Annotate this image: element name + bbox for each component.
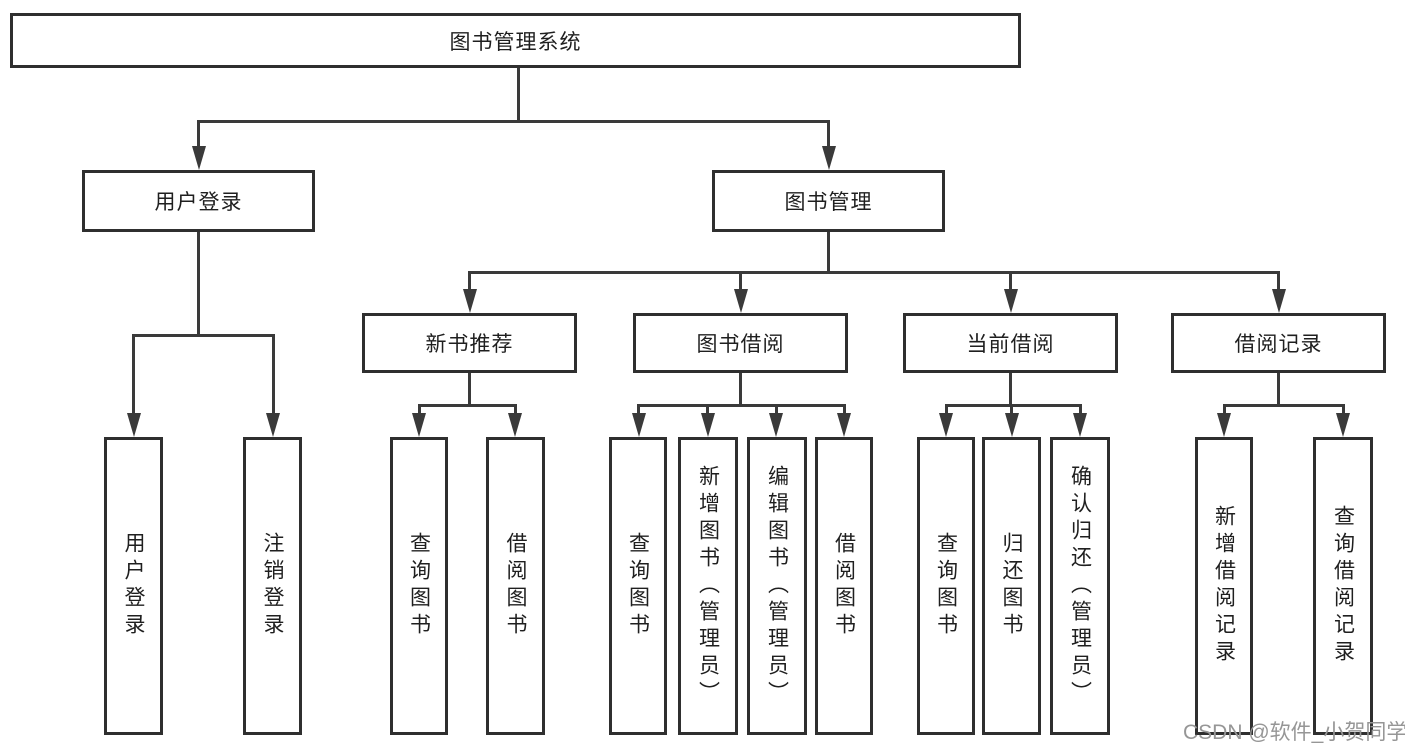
connector-arrowhead <box>192 146 206 170</box>
connector-line <box>827 120 830 150</box>
connector-arrowhead <box>939 413 953 437</box>
node-user-login: 用户登录 <box>82 170 315 232</box>
connector-line <box>1342 404 1345 420</box>
connector-line <box>1010 404 1013 420</box>
connector-line <box>1223 404 1345 407</box>
node-label: 图书管理系统 <box>449 30 582 54</box>
node-label: 新书推荐 <box>425 333 514 356</box>
node-label: 注销登录 <box>261 532 284 640</box>
leaf-query-books-recommend: 查询图书 <box>390 437 448 735</box>
connector-line <box>1079 404 1082 420</box>
connector-arrowhead <box>266 413 280 437</box>
connector-line <box>706 404 709 420</box>
leaf-return-books: 归还图书 <box>982 437 1041 735</box>
node-label: 查询借阅记录 <box>1331 505 1355 667</box>
leaf-query-borrow-record: 查询借阅记录 <box>1313 437 1373 735</box>
leaf-add-books-admin: 新增图书（管理员） <box>678 437 738 735</box>
leaf-user-login: 用户登录 <box>104 437 163 735</box>
connector-line <box>468 271 471 297</box>
connector-line <box>418 404 421 420</box>
connector-arrowhead <box>463 289 477 313</box>
node-book-borrowing: 图书借阅 <box>633 313 848 373</box>
connector-line <box>514 404 517 420</box>
connector-line <box>132 334 275 337</box>
leaf-confirm-return-admin: 确认归还（管理员） <box>1050 437 1110 735</box>
watermark: CSDN @软件_小贺同学 <box>1183 721 1405 744</box>
connector-arrowhead <box>508 413 522 437</box>
connector-arrowhead <box>1272 289 1286 313</box>
connector-line <box>197 120 200 150</box>
connector-arrowhead <box>1005 413 1019 437</box>
connector-line <box>1009 373 1012 406</box>
node-current-borrowing: 当前借阅 <box>903 313 1118 373</box>
leaf-query-books-borrow: 查询图书 <box>609 437 667 735</box>
node-label: 用户登录 <box>154 191 243 214</box>
connector-arrowhead <box>769 413 783 437</box>
leaf-borrow-books: 借阅图书 <box>815 437 873 735</box>
leaf-add-borrow-record: 新增借阅记录 <box>1195 437 1253 735</box>
connector-arrowhead <box>1004 289 1018 313</box>
connector-arrowhead <box>632 413 646 437</box>
node-label: 查询图书 <box>407 532 431 640</box>
connector-arrowhead <box>1073 413 1087 437</box>
node-label: 用户登录 <box>122 532 145 640</box>
connector-arrowhead <box>837 413 851 437</box>
node-label: 新增图书（管理员） <box>696 464 720 708</box>
connector-line <box>418 404 517 407</box>
connector-line <box>843 404 846 420</box>
connector-line <box>468 373 471 406</box>
connector-line <box>1277 271 1280 297</box>
connector-line <box>637 404 845 407</box>
node-label: 查询图书 <box>934 532 958 640</box>
connector-arrowhead <box>1217 413 1231 437</box>
connector-line <box>739 271 742 297</box>
leaf-borrow-books-recommend: 借阅图书 <box>486 437 545 735</box>
connector-line <box>945 404 1082 407</box>
node-new-book-recommendation: 新书推荐 <box>362 313 577 373</box>
connector-line <box>272 334 275 418</box>
node-label: 新增借阅记录 <box>1212 505 1236 667</box>
connector-arrowhead <box>1336 413 1350 437</box>
connector-line <box>827 232 830 274</box>
node-book-management: 图书管理 <box>712 170 945 232</box>
connector-line <box>945 404 948 420</box>
node-label: 借阅图书 <box>504 532 527 640</box>
leaf-logout: 注销登录 <box>243 437 302 735</box>
node-label: 图书借阅 <box>696 333 785 356</box>
node-library-management-system: 图书管理系统 <box>10 13 1021 68</box>
connector-line <box>468 271 1280 274</box>
connector-line <box>1009 271 1012 297</box>
connector-line <box>739 373 742 406</box>
leaf-edit-books-admin: 编辑图书（管理员） <box>747 437 807 735</box>
node-label: 当前借阅 <box>966 333 1055 356</box>
connector-arrowhead <box>701 413 715 437</box>
leaf-query-books-current: 查询图书 <box>917 437 975 735</box>
node-label: 归还图书 <box>1000 532 1023 640</box>
connector-line <box>197 232 200 336</box>
connector-line <box>197 120 830 123</box>
connector-line <box>517 68 520 122</box>
node-label: 查询图书 <box>626 532 650 640</box>
connector-line <box>1223 404 1226 420</box>
connector-arrowhead <box>734 289 748 313</box>
connector-line <box>637 404 640 420</box>
connector-line <box>132 334 135 418</box>
node-borrowing-records: 借阅记录 <box>1171 313 1386 373</box>
connector-line <box>1277 373 1280 406</box>
connector-line <box>775 404 778 420</box>
connector-arrowhead <box>822 146 836 170</box>
node-label: 确认归还（管理员） <box>1068 464 1092 708</box>
connector-arrowhead <box>127 413 141 437</box>
node-label: 借阅记录 <box>1234 333 1323 356</box>
node-label: 编辑图书（管理员） <box>765 464 789 708</box>
node-label: 借阅图书 <box>832 532 856 640</box>
node-label: 图书管理 <box>784 191 873 214</box>
connector-arrowhead <box>412 413 426 437</box>
